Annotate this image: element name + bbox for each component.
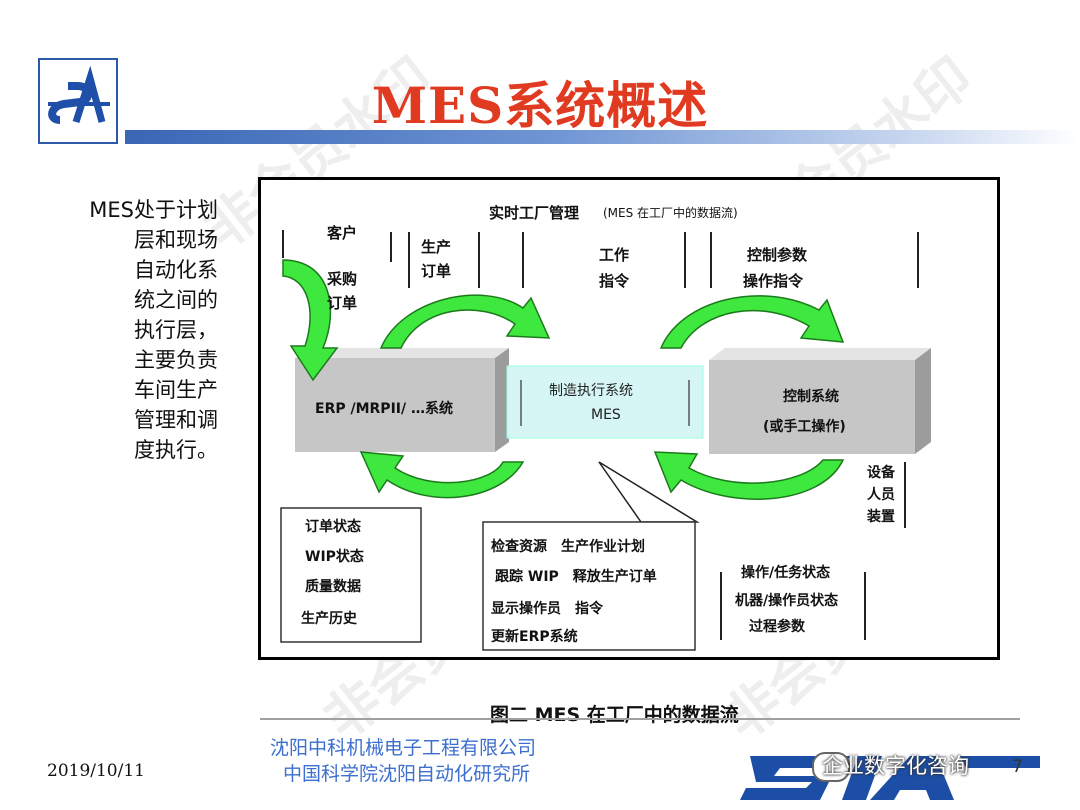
side-line: 管理和调: [134, 408, 218, 432]
erp-box-label: ERP /MRPII/ …系统: [315, 401, 453, 417]
diagram-caption: 图二 MES 在工厂中的数据流: [490, 704, 739, 726]
label-work-instruction: 工作: [599, 246, 630, 264]
left-status-item: 订单状态: [305, 519, 361, 535]
mes-box: [506, 365, 704, 439]
left-status-item: 生产历史: [301, 611, 357, 627]
erp-box: [295, 348, 509, 452]
right-status-item: 机器/操作员状态: [735, 593, 839, 609]
diagram-header-note: (MES 在工厂中的数据流): [603, 206, 738, 220]
side-line: 度执行。: [134, 438, 218, 462]
side-line: 车间生产: [134, 378, 218, 402]
label-production-order: 生产: [421, 238, 452, 256]
mes-box-label: MES: [591, 407, 621, 423]
side-description: MES处于计划 层和现场 自动化系 统之间的 执行层， 主要负责 车间生产 管理…: [50, 195, 218, 465]
left-status-item: WIP状态: [305, 549, 364, 565]
center-function-item: 显示操作员 指令: [491, 601, 603, 617]
wechat-account-label: 企业数字化咨询: [822, 754, 969, 778]
slide-date: 2019/10/11: [47, 761, 145, 781]
title-underline: [125, 130, 1080, 144]
label-purchase: 采购: [327, 270, 358, 288]
label-purchase: 订单: [327, 294, 358, 312]
side-line: 自动化系: [134, 258, 218, 282]
side-line: 统之间的: [134, 288, 218, 312]
slide-title: MES系统概述: [371, 76, 709, 135]
control-box-label: 控制系统: [783, 389, 839, 405]
label-control-params: 控制参数: [747, 246, 808, 264]
page-number: 7: [1012, 757, 1023, 777]
right-side-label: 装置: [867, 509, 895, 525]
center-function-box: [482, 521, 696, 651]
wechat-icon: [812, 752, 850, 782]
label-work-instruction: 指令: [599, 272, 630, 290]
side-line: 主要负责: [134, 348, 218, 372]
control-box-label: (或手工操作): [763, 419, 846, 435]
side-line: 层和现场: [134, 228, 218, 252]
right-side-label: 人员: [867, 487, 895, 503]
left-status-item: 质量数据: [305, 579, 361, 595]
center-function-item: 跟踪 WIP 释放生产订单: [495, 569, 657, 585]
right-side-label: 设备: [867, 465, 895, 481]
footer-divider: [260, 718, 1020, 720]
side-line: MES处于计划: [89, 198, 218, 222]
label-customer: 客户: [327, 224, 358, 242]
org-name-line1: 沈阳中科机械电子工程有限公司: [270, 737, 537, 759]
diagram-graphics: [280, 230, 931, 651]
label-operation-instr: 操作指令: [743, 272, 804, 290]
org-name-line2: 中国科学院沈阳自动化研究所: [283, 763, 531, 785]
mes-dataflow-diagram: 实时工厂管理 (MES 在工厂中的数据流) 客户 采购 订单 生产 订单 工作 …: [258, 177, 1000, 660]
control-box: [709, 348, 931, 454]
right-status-item: 过程参数: [749, 619, 805, 635]
company-logo: [38, 58, 118, 144]
top-separators: [282, 230, 919, 288]
left-status-box: [280, 507, 422, 643]
flow-arrows: [282, 259, 845, 500]
side-line: 执行层，: [134, 318, 218, 342]
center-function-item: 检查资源 生产作业计划: [491, 539, 645, 555]
center-function-item: 更新ERP系统: [491, 629, 578, 645]
right-status-item: 操作/任务状态: [741, 565, 831, 581]
label-production-order: 订单: [421, 262, 452, 280]
diagram-header: 实时工厂管理: [489, 204, 580, 222]
mes-box-label: 制造执行系统: [549, 383, 633, 399]
